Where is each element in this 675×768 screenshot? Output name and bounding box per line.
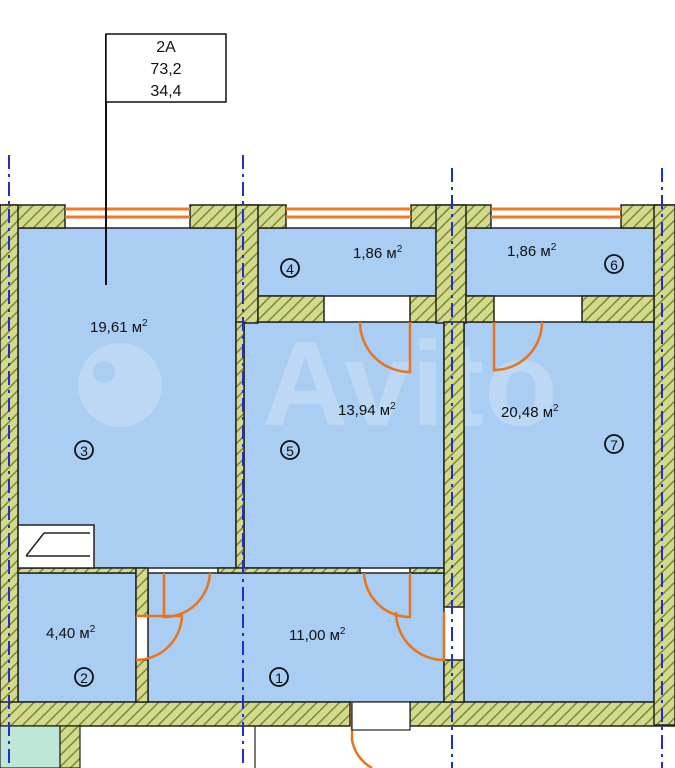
room-6-area: 1,86 м2 [507, 242, 557, 260]
room-7-marker: 7 [604, 434, 624, 454]
windows [65, 207, 621, 219]
room-5-area: 13,94 м2 [338, 401, 396, 419]
svg-text:6: 6 [610, 257, 618, 273]
svg-text:2: 2 [80, 670, 88, 686]
room-7-area: 20,48 м2 [501, 403, 559, 421]
apartment-tag: 2А 73,2 34,4 [105, 33, 227, 285]
room-3-fill [17, 227, 237, 569]
room-2-marker: 2 [74, 667, 94, 687]
room-6-marker: 6 [604, 254, 624, 274]
room-3-marker: 3 [74, 440, 94, 460]
door-room-5 [358, 321, 412, 374]
room-5-marker: 5 [280, 440, 300, 460]
entry-door [350, 702, 373, 768]
grid-axes [8, 155, 663, 768]
apartment-number: 2А [156, 39, 176, 56]
closet [17, 524, 95, 569]
room-1-area: 11,00 м2 [289, 626, 346, 644]
room-2-fill [17, 572, 137, 703]
room-2-area: 4,40 м2 [46, 624, 96, 642]
svg-text:5: 5 [286, 443, 294, 459]
room-4-marker: 4 [280, 258, 300, 278]
door-room-2 [135, 614, 184, 662]
apartment-living-area: 34,4 [150, 83, 181, 100]
svg-text:1: 1 [275, 670, 283, 686]
room-numbers: 3 4 5 6 7 2 1 [74, 254, 624, 687]
room-7-fill [463, 321, 655, 703]
room-3-area: 19,61 м2 [90, 318, 148, 336]
door-room-7 [492, 321, 544, 372]
doors [135, 321, 544, 768]
room-area-labels: 19,61 м2 1,86 м2 13,94 м2 1,86 м2 20,48 … [46, 242, 559, 644]
door-room-7-side [394, 611, 446, 662]
svg-text:3: 3 [80, 443, 88, 459]
door-room-5-bottom [362, 572, 412, 619]
svg-text:7: 7 [610, 437, 618, 453]
svg-text:4: 4 [286, 261, 294, 277]
room-4-fill [257, 227, 437, 297]
room-4-area: 1,86 м2 [353, 244, 403, 262]
room-1-marker: 1 [269, 667, 289, 687]
room-fills [17, 227, 655, 703]
room-6-fill [465, 227, 655, 297]
apartment-tag-box [105, 33, 227, 103]
apartment-total-area: 73,2 [150, 61, 181, 78]
